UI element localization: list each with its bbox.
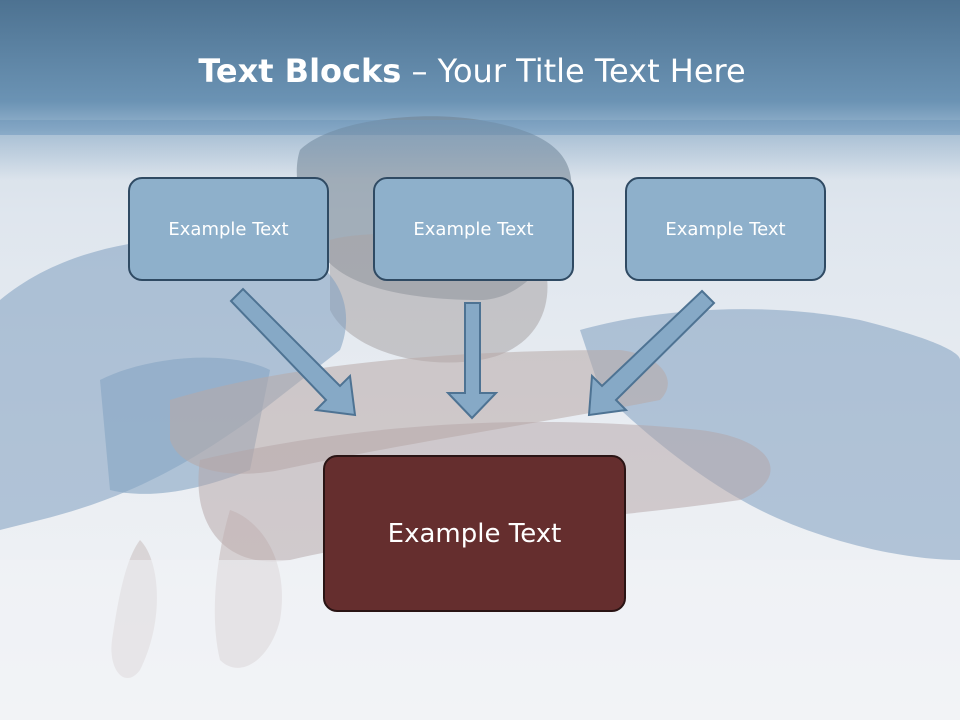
arrow-middle [445,302,499,420]
header-fade [0,120,960,180]
title-rest: Your Title Text Here [437,52,746,90]
title-separator: – [401,52,438,90]
text-box-left: Example Text [128,177,329,281]
text-box-middle: Example Text [373,177,574,281]
text-box-left-label: Example Text [168,218,289,240]
text-box-right-label: Example Text [665,218,786,240]
text-box-right: Example Text [625,177,826,281]
text-box-bottom: Example Text [323,455,626,612]
slide-title: Text Blocks – Your Title Text Here [0,52,944,90]
text-box-middle-label: Example Text [413,218,534,240]
arrow-left [229,287,357,417]
header-band [0,0,960,135]
text-box-bottom-label: Example Text [387,518,562,549]
title-bold: Text Blocks [198,52,402,90]
arrow-right [587,289,716,417]
